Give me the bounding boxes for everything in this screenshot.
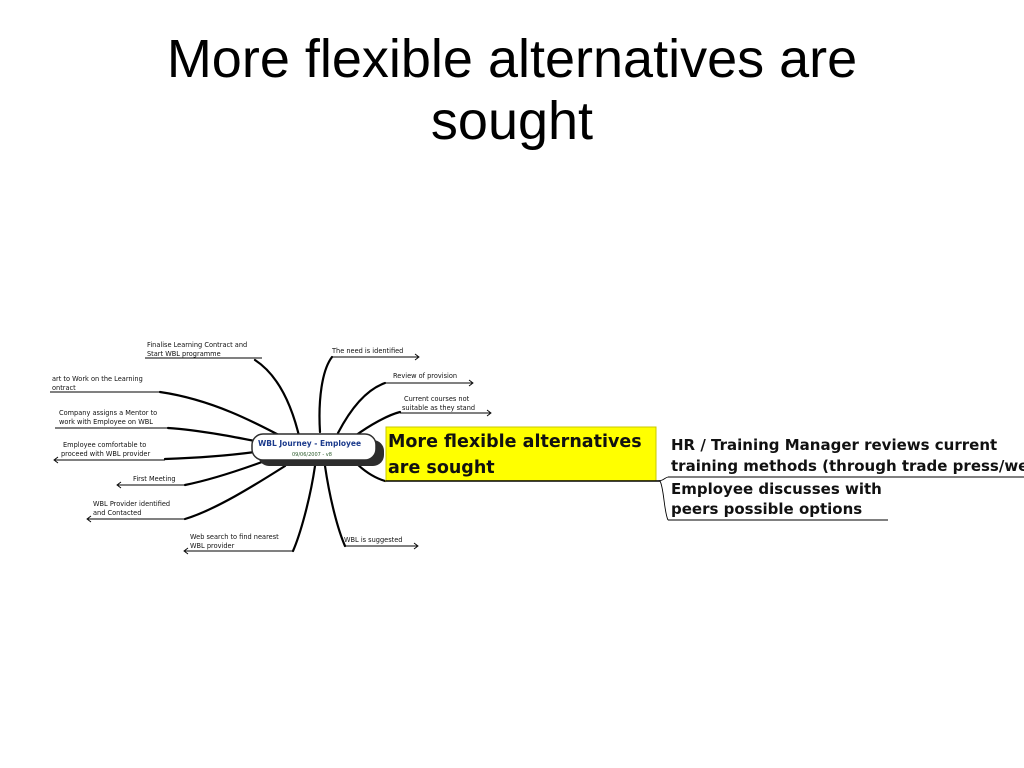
branch-curve-provider <box>183 464 287 521</box>
sub-branch-hr-line-2: training methods (through trade press/we… <box>671 457 1024 475</box>
branch-label-provider-1: WBL Provider identified <box>93 500 170 508</box>
branch-curve-web-search <box>291 464 317 553</box>
branch-label-web-search-1: Web search to find nearest <box>190 533 279 541</box>
sub-branch-hr-line-1: HR / Training Manager reviews current <box>671 436 997 454</box>
branch-label-mentor-1: Company assigns a Mentor to <box>59 409 157 417</box>
branch-curve-wbl-suggested <box>323 464 347 548</box>
sub-branch-employee-line-1: Employee discusses with <box>671 480 882 498</box>
slide-title: More flexible alternatives are sought <box>0 28 1024 152</box>
branch-label-finalise-2: Start WBL programme <box>147 350 221 358</box>
right-branch-curves <box>318 355 402 548</box>
branch-curve-comfortable <box>163 450 257 461</box>
sub-branch-employee-line-2: peers possible options <box>671 500 862 518</box>
branch-label-mentor-2: work with Employee on WBL <box>59 418 153 426</box>
branch-label-start-work-1: art to Work on the Learning <box>52 375 143 383</box>
branch-label-wbl-suggested: WBL is suggested <box>344 536 402 544</box>
left-branch-labels: Finalise Learning Contract and Start WBL… <box>50 341 293 555</box>
branch-label-first-meeting: First Meeting <box>133 475 176 483</box>
branch-curve-finalise <box>253 358 302 442</box>
sub-branches: HR / Training Manager reviews current tr… <box>655 436 1024 521</box>
center-node: WBL Journey - Employee 09/06/2007 - v8 <box>251 433 384 466</box>
slide-title-line-1: More flexible alternatives are <box>166 29 858 89</box>
left-branch-curves <box>158 358 317 553</box>
branch-curve-need <box>318 355 334 434</box>
branch-label-web-search-2: WBL provider <box>190 542 235 550</box>
branch-label-start-work-2: ontract <box>52 384 76 392</box>
branch-curve-review <box>336 381 387 435</box>
center-node-subtitle: 09/06/2007 - v8 <box>292 452 332 458</box>
branch-label-review: Review of provision <box>393 372 457 380</box>
branch-label-current-2: suitable as they stand <box>402 404 475 412</box>
branch-label-comfortable-1: Employee comfortable to <box>63 441 146 449</box>
slide-title-line-2: sought <box>430 91 594 151</box>
branch-label-comfortable-2: proceed with WBL provider <box>61 450 150 458</box>
branch-label-current-1: Current courses not <box>404 395 470 403</box>
highlight-node-line-1: More flexible alternatives <box>388 432 642 452</box>
branch-label-need: The need is identified <box>331 347 403 355</box>
highlight-node: More flexible alternatives are sought <box>385 426 660 482</box>
right-branch-labels: The need is identified Review of provisi… <box>331 347 492 550</box>
branch-label-provider-2: and Contacted <box>93 509 141 517</box>
center-node-title: WBL Journey - Employee <box>258 439 361 448</box>
branch-curve-mentor <box>166 426 267 445</box>
highlight-node-line-2: are sought <box>388 458 495 478</box>
branch-label-finalise-1: Finalise Learning Contract and <box>147 341 247 349</box>
branch-curve-first-meeting <box>183 460 264 487</box>
